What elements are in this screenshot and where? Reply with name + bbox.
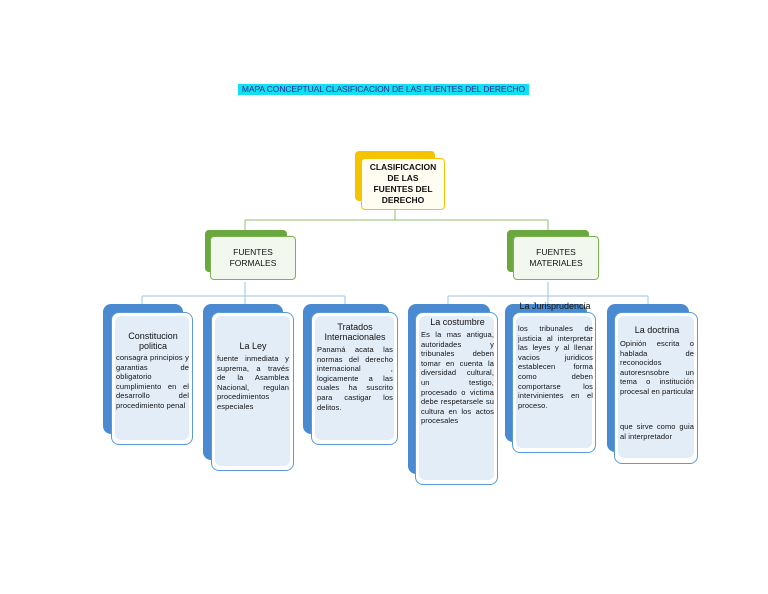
leaf-doctrina-body-2: que sirve como guia al interpretador: [620, 422, 694, 441]
leaf-costumbre: La costumbre Es la mas antigua, autorida…: [415, 312, 498, 485]
branch-materiales: FUENTES MATERIALES: [513, 236, 599, 280]
branch-formales-label: FUENTES FORMALES: [229, 247, 277, 268]
leaf-doctrina-body: Opinión escrita o hablada de reconocidos…: [620, 339, 694, 396]
leaf-constitucion-title: Constitucion politica: [128, 331, 178, 351]
leaf-ley: La Ley fuente inmediata y suprema, a tra…: [211, 312, 294, 471]
connector-root: [244, 210, 549, 232]
leaf-doctrina: La doctrina Opinión escrita o hablada de…: [614, 312, 698, 464]
leaf-tratados-body: Panamá acata las normas del derecho inte…: [317, 345, 393, 412]
leaf-ley-title: La Ley: [239, 341, 267, 351]
leaf-constitucion: Constitucion politica consagra principio…: [111, 312, 193, 445]
leaf-constitucion-body: consagra principios y garantias de oblig…: [116, 353, 189, 410]
leaf-tratados: Tratados Internacionales Panamá acata la…: [311, 312, 398, 445]
leaf-costumbre-body: Es la mas antigua, autoridades y tribuna…: [421, 330, 494, 426]
branch-materiales-label: FUENTES MATERIALES: [529, 247, 583, 268]
leaf-jurisprudencia-title: La Jurisprudencia: [519, 301, 591, 311]
leaf-tratados-title: Tratados Internacionales: [324, 322, 386, 342]
leaf-jurisprudencia: La Jurisprudencia los tribunales de just…: [512, 301, 596, 453]
root-node: CLASIFICACION DE LAS FUENTES DEL DERECHO: [361, 158, 445, 210]
leaf-jurisprudencia-body: los tribunales de justicia al interpreta…: [518, 324, 593, 410]
root-node-label: CLASIFICACION DE LAS FUENTES DEL DERECHO: [369, 162, 437, 205]
leaf-doctrina-title: La doctrina: [634, 325, 680, 335]
connector-materiales: [447, 282, 649, 306]
connector-formales: [141, 282, 346, 306]
page-title: MAPA CONCEPTUAL CLASIFICACION DE LAS FUE…: [238, 84, 529, 95]
leaf-costumbre-title: La costumbre: [430, 317, 485, 327]
branch-formales: FUENTES FORMALES: [210, 236, 296, 280]
leaf-ley-body: fuente inmediata y suprema, a través de …: [217, 354, 289, 411]
